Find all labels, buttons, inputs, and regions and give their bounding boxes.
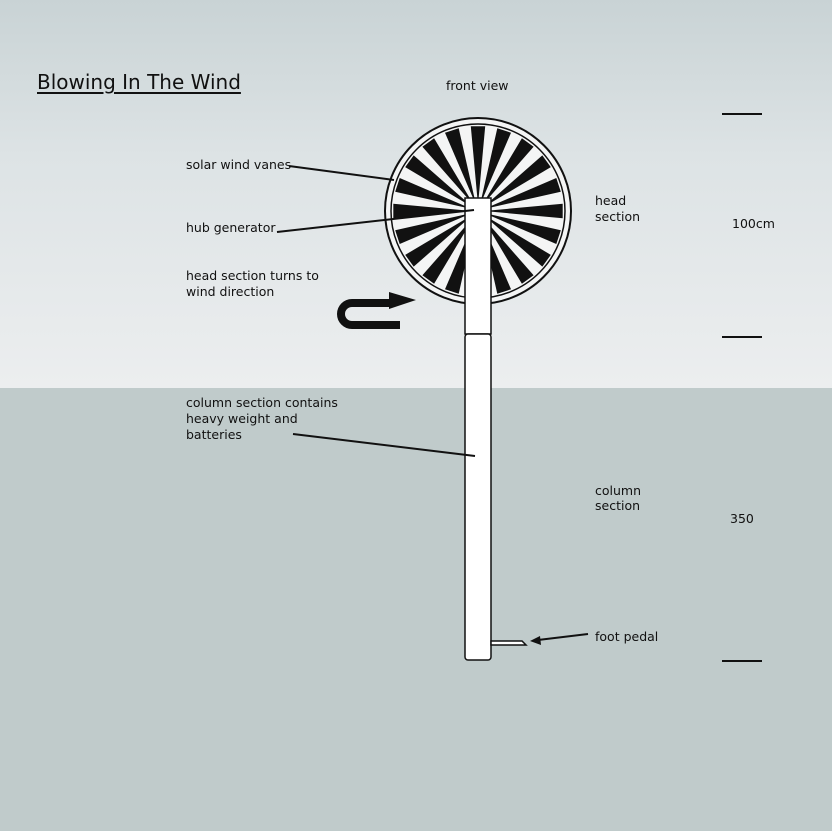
vane-blade — [479, 128, 511, 206]
label-column-line-1: column — [595, 483, 642, 498]
vane-blade — [481, 138, 534, 207]
turn-arrow-icon — [337, 292, 416, 329]
head-section-pole — [464, 197, 492, 335]
vane-blade — [484, 203, 563, 219]
vane-blade — [422, 138, 475, 207]
leader-line-hub — [276, 209, 475, 233]
label-solar-wind-vanes: solar wind vanes — [186, 157, 292, 172]
vane-blade — [445, 128, 477, 206]
vane-blade — [482, 155, 551, 208]
leader-arrowhead-pedal — [530, 636, 541, 645]
vane-blade — [395, 212, 473, 244]
vane-blade — [481, 215, 534, 284]
label-foot-pedal: foot pedal — [595, 629, 659, 644]
vane-blade — [483, 212, 561, 244]
dimension-column-length: 350 — [730, 511, 754, 526]
vane-blade — [422, 215, 475, 284]
leader-line-column — [292, 433, 476, 457]
label-head-line-1: head — [595, 193, 627, 208]
label-hub-generator: hub generator — [186, 220, 276, 235]
dimension-head-length: 100cm — [732, 216, 775, 231]
label-column-contents-line-2: heavy weight and — [186, 411, 298, 426]
label-turns-line-1: head section turns to — [186, 268, 319, 283]
view-label: front view — [446, 78, 509, 93]
label-head-line-2: section — [595, 209, 641, 224]
vane-blade — [405, 155, 474, 208]
label-column-contents-line-1: column section contains — [186, 395, 338, 410]
leader-line-pedal — [537, 633, 589, 641]
column-section-pole — [464, 333, 492, 661]
leader-line-vanes — [288, 165, 395, 181]
diagram-title: Blowing In The Wind — [37, 70, 241, 94]
vane-blade — [483, 178, 561, 210]
vane-blade — [395, 178, 473, 210]
label-turns-line-2: wind direction — [186, 284, 275, 299]
foot-pedal-shape — [490, 640, 528, 646]
label-column-line-2: section — [595, 498, 641, 513]
vane-blade — [405, 214, 474, 267]
label-column-contents-line-3: batteries — [186, 427, 242, 442]
vane-blade — [482, 214, 551, 267]
vane-blade — [393, 203, 472, 219]
ground-background — [0, 388, 832, 831]
vane-blade — [470, 126, 486, 205]
